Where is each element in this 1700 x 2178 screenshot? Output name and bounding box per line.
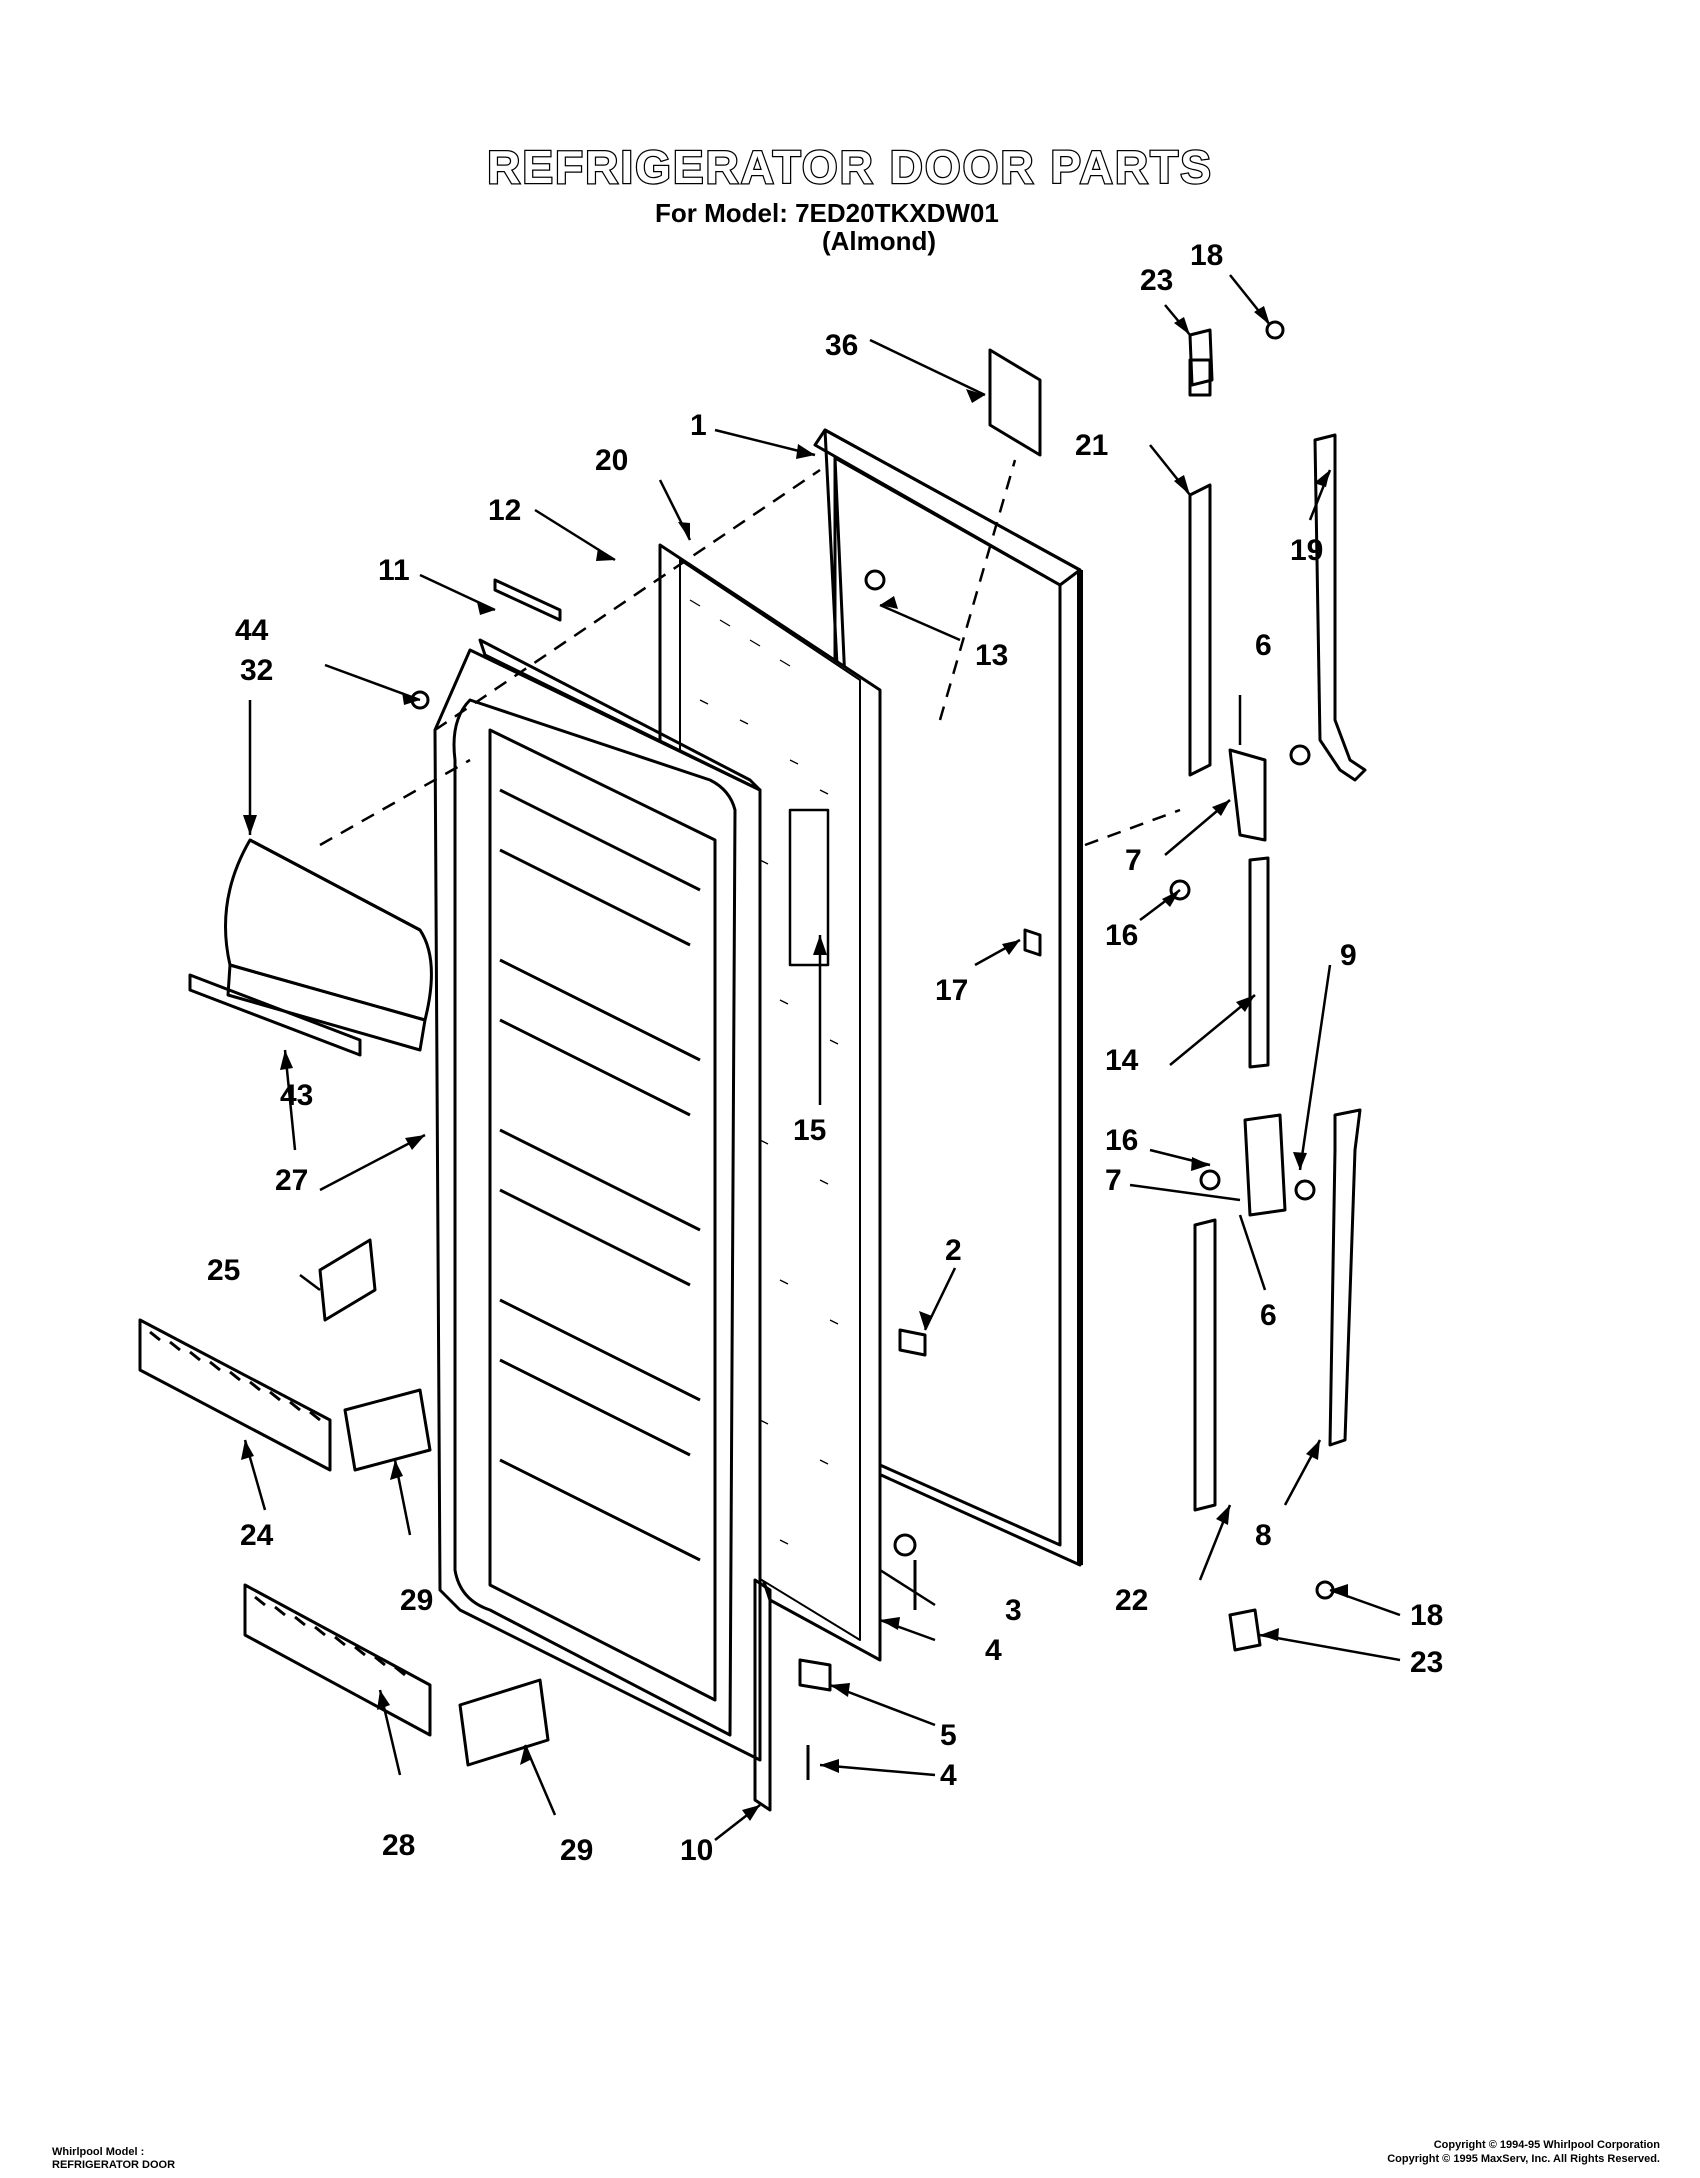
inner-door-liner (433, 638, 762, 1762)
callout-29-upper: 29 (400, 1584, 433, 1617)
hinge-cover-upper (1188, 328, 1214, 387)
callout-27: 27 (275, 1164, 308, 1197)
callout-23-bottom: 23 (1410, 1646, 1443, 1679)
handle-trim-upper (1313, 433, 1367, 782)
shelf-end-cap-lower (458, 1678, 550, 1767)
shelf-end-cap-upper (343, 1388, 432, 1472)
dairy-door-rail (188, 973, 362, 1057)
model-color: (Almond) (822, 226, 937, 256)
callout-32: 32 (240, 654, 273, 687)
callout-11: 11 (378, 554, 410, 587)
label-plate (988, 348, 1042, 457)
hinge-trim-lower (1193, 1218, 1217, 1512)
callout-20: 20 (595, 444, 628, 477)
handle-trim-middle (1248, 856, 1270, 1069)
callout-23-top: 23 (1140, 264, 1173, 297)
callout-7-top: 7 (1125, 844, 1142, 877)
callout-7-bottom: 7 (1105, 1164, 1122, 1197)
callout-28: 28 (382, 1829, 415, 1862)
cam-bracket (898, 1328, 927, 1357)
hinge-trim-upper (1188, 358, 1212, 777)
callout-16-top: 16 (1105, 919, 1138, 952)
callout-13: 13 (975, 639, 1008, 672)
callout-12: 12 (488, 494, 521, 527)
footer-copyright: Copyright © 1994-95 Whirlpool Corporatio… (1387, 2139, 1660, 2165)
bin-bracket (318, 1238, 377, 1322)
hinge-lower (1199, 1113, 1316, 1217)
hinge-upper (1169, 744, 1311, 901)
callout-4-upper: 4 (985, 1634, 1002, 1667)
upper-shelf-bar (138, 1318, 332, 1472)
bottom-trim (753, 1578, 772, 1812)
hinge-screw-upper (1265, 320, 1285, 340)
page-title: REFRIGERATOR DOOR PARTS (486, 140, 1213, 195)
callout-36: 36 (825, 329, 858, 362)
door-shelf-retainer (493, 578, 562, 622)
callout-3: 3 (1005, 1594, 1022, 1627)
door-plug (864, 569, 886, 591)
handle-trim-lower (1328, 1108, 1362, 1447)
callout-43: 43 (280, 1079, 313, 1112)
callout-44: 44 (235, 614, 269, 647)
footer-model-info: Whirlpool Model : REFRIGERATOR DOOR (52, 2146, 176, 2171)
callout-15: 15 (793, 1114, 826, 1147)
model-number: For Model: 7ED20TKXDW01 (655, 198, 999, 228)
callout-6-top: 6 (1255, 629, 1272, 662)
callout-29-lower: 29 (560, 1834, 593, 1867)
callout-18-top: 18 (1190, 239, 1223, 272)
callout-14: 14 (1105, 1044, 1139, 1077)
bottom-hinge-pin (798, 1658, 832, 1692)
callout-4-lower: 4 (940, 1759, 957, 1792)
callout-17: 17 (935, 974, 968, 1007)
callout-6-bottom: 6 (1260, 1299, 1277, 1332)
callout-16-bottom: 16 (1105, 1124, 1138, 1157)
callout-2: 2 (945, 1234, 962, 1267)
dairy-door (224, 838, 433, 1052)
callout-5: 5 (940, 1719, 957, 1752)
callout-8: 8 (1255, 1519, 1272, 1552)
bushing (893, 1533, 917, 1557)
callout-1: 1 (690, 409, 707, 442)
callout-18-bottom: 18 (1410, 1599, 1443, 1632)
door-stop (1023, 928, 1042, 957)
callout-19: 19 (1290, 534, 1323, 567)
callout-21: 21 (1075, 429, 1108, 462)
callout-24: 24 (240, 1519, 274, 1552)
callout-22: 22 (1115, 1584, 1148, 1617)
callout-25: 25 (207, 1254, 240, 1287)
callout-9: 9 (1340, 939, 1357, 972)
callout-10: 10 (680, 1834, 713, 1867)
hinge-cover-lower (1228, 1608, 1262, 1652)
